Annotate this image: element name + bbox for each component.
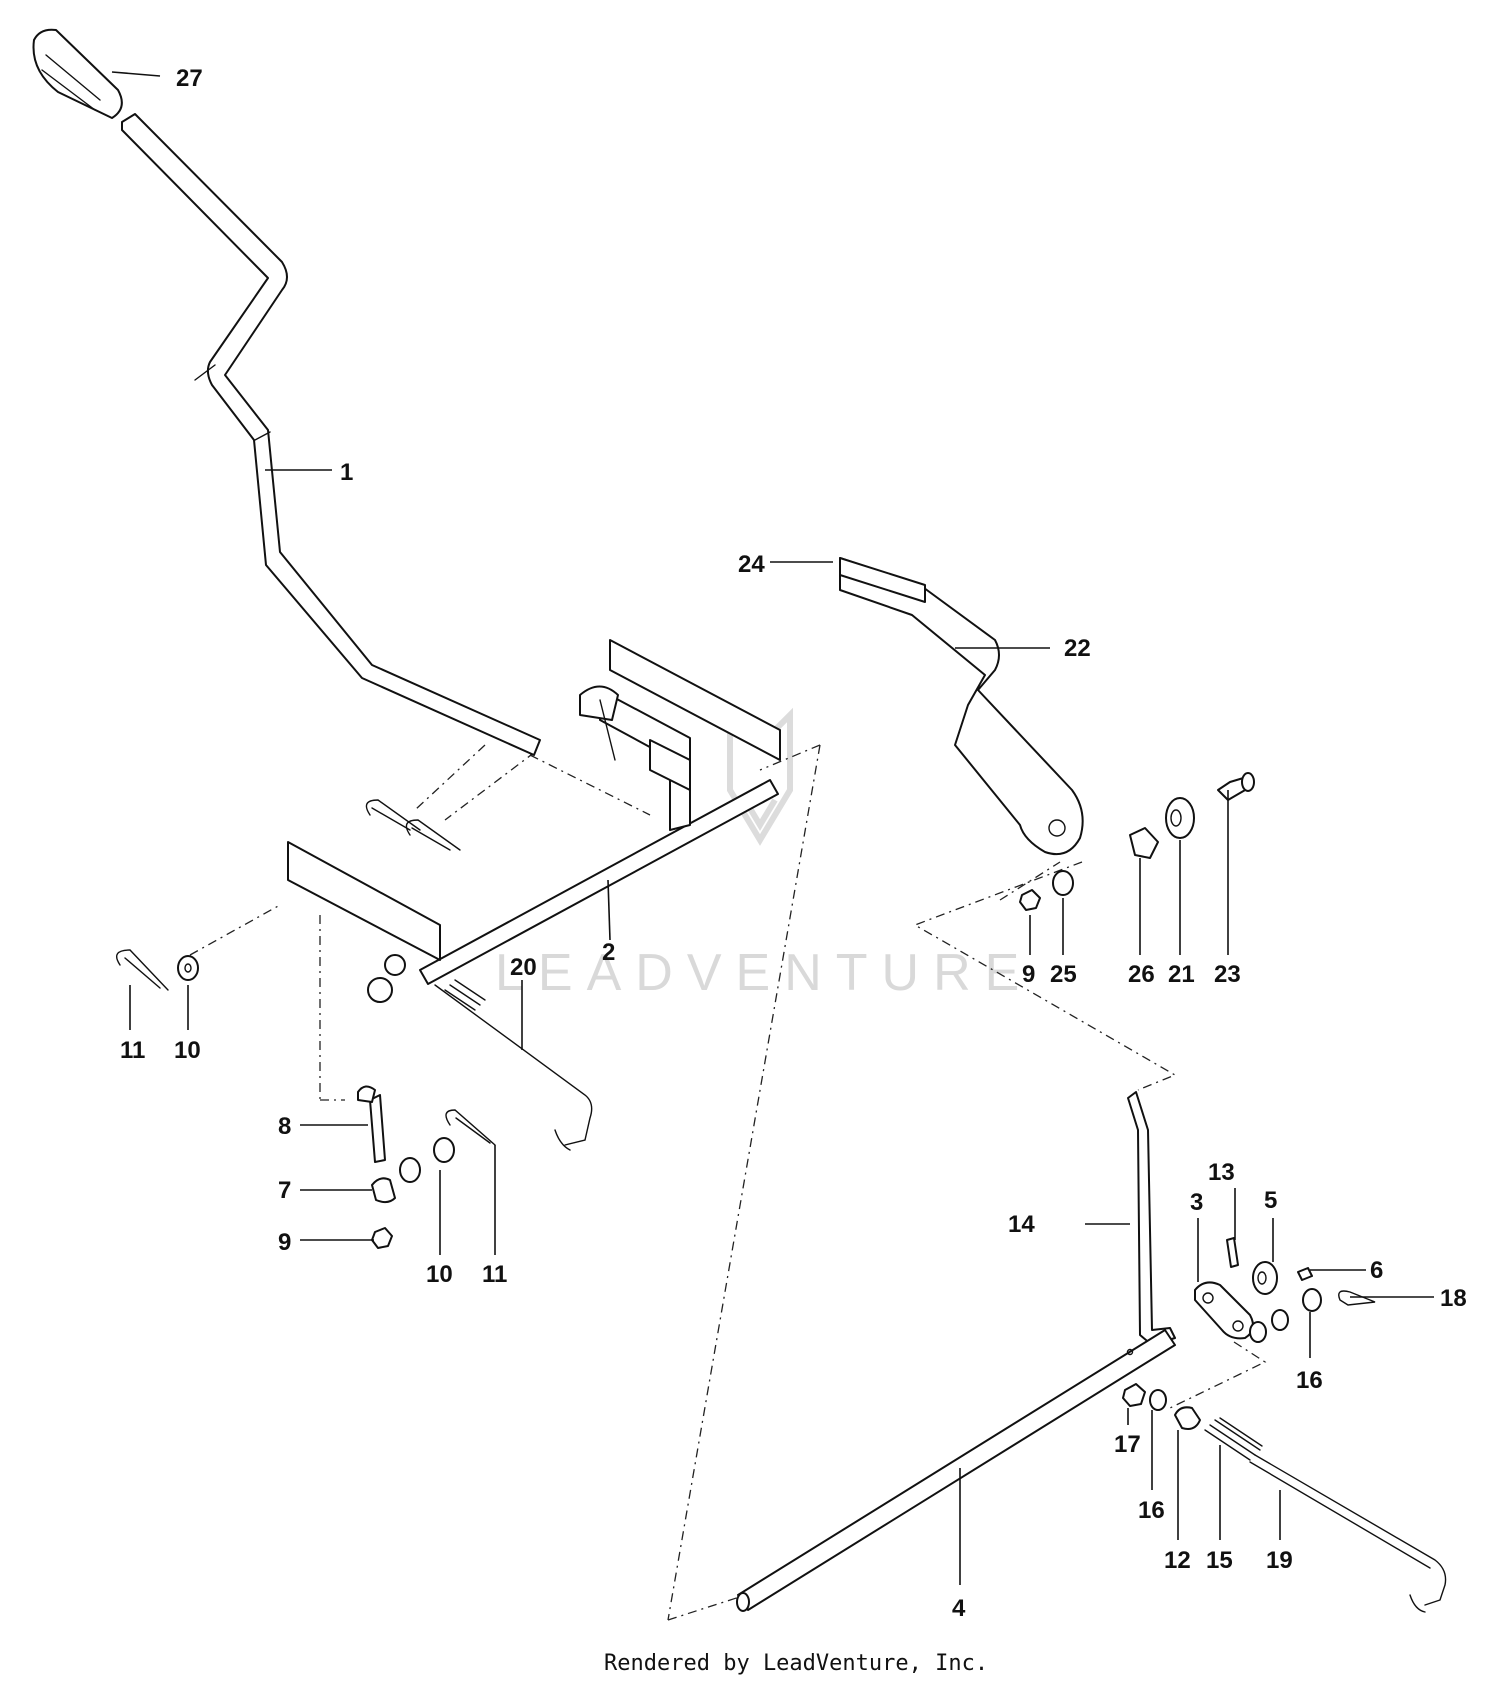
callout-5[interactable]: 5 <box>1264 1187 1277 1214</box>
watermark: LEADVENTURE <box>495 707 1033 1002</box>
callout-21[interactable]: 21 <box>1168 961 1195 988</box>
callout-27[interactable]: 27 <box>176 65 203 92</box>
spring-15 <box>1204 1417 1263 1461</box>
lift-shaft-2 <box>287 639 781 1003</box>
callout-4[interactable]: 4 <box>952 1595 966 1622</box>
callouts: 27 1 24 22 2 20 11 10 8 7 9 10 11 9 25 2… <box>120 65 1467 1622</box>
link-rod-14 <box>1127 1091 1176 1346</box>
callout-10-left[interactable]: 10 <box>174 1037 201 1064</box>
washer-16b <box>1149 1389 1167 1411</box>
callout-17[interactable]: 17 <box>1114 1431 1141 1458</box>
callout-11-center[interactable]: 11 <box>482 1261 507 1288</box>
callout-9-right[interactable]: 9 <box>1022 961 1035 988</box>
callout-1[interactable]: 1 <box>340 459 353 486</box>
washer-10a <box>177 955 199 981</box>
washer-16a <box>1302 1288 1322 1312</box>
nut-9a <box>371 1227 393 1249</box>
callout-3[interactable]: 3 <box>1190 1189 1203 1216</box>
key-26 <box>1129 827 1159 859</box>
footer-credit: Rendered by LeadVenture, Inc. <box>604 1651 988 1676</box>
callout-22[interactable]: 22 <box>1064 635 1091 662</box>
callout-23[interactable]: 23 <box>1214 961 1241 988</box>
ferrule-7 <box>371 1177 396 1204</box>
callout-16-upper[interactable]: 16 <box>1296 1367 1323 1394</box>
callout-15[interactable]: 15 <box>1206 1547 1233 1574</box>
spring-rod-20 <box>434 979 593 1151</box>
grip-27 <box>32 28 123 119</box>
bolt-6 <box>1297 1267 1313 1281</box>
callout-12[interactable]: 12 <box>1164 1547 1191 1574</box>
shaft-4 <box>736 1329 1176 1612</box>
callout-19[interactable]: 19 <box>1266 1547 1293 1574</box>
watermark-text: LEADVENTURE <box>495 944 1033 1002</box>
callout-2[interactable]: 2 <box>602 939 615 966</box>
callout-16-lower[interactable]: 16 <box>1138 1497 1165 1524</box>
washers-10b <box>399 1137 455 1183</box>
washer-small <box>1249 1309 1289 1343</box>
leader-lines <box>111 71 1434 1585</box>
callout-7[interactable]: 7 <box>278 1177 291 1204</box>
bushing-5 <box>1252 1261 1278 1295</box>
callout-25[interactable]: 25 <box>1050 961 1077 988</box>
pin-8 <box>357 1085 386 1163</box>
nut-17 <box>1122 1383 1146 1407</box>
callout-13[interactable]: 13 <box>1208 1159 1235 1186</box>
hairpin-11b <box>445 1109 496 1146</box>
callout-14[interactable]: 14 <box>1008 1211 1035 1238</box>
pin-13 <box>1226 1237 1239 1268</box>
washer-25 <box>1052 870 1074 896</box>
pedal-lever-22 <box>839 557 1084 856</box>
lift-lever-1 <box>121 113 541 756</box>
rod-19 <box>1249 1454 1447 1613</box>
callout-20[interactable]: 20 <box>510 954 537 981</box>
ferrule-12 <box>1174 1406 1201 1430</box>
callout-8[interactable]: 8 <box>278 1113 291 1140</box>
bushing-21 <box>1165 797 1195 839</box>
bracket-3 <box>1194 1281 1255 1340</box>
callout-26[interactable]: 26 <box>1128 961 1155 988</box>
hairpin-11a <box>116 949 169 991</box>
callout-9-left[interactable]: 9 <box>278 1229 291 1256</box>
callout-10-center[interactable]: 10 <box>426 1261 453 1288</box>
bolt-23 <box>1217 772 1255 801</box>
callout-6[interactable]: 6 <box>1370 1257 1383 1284</box>
assembly-lines <box>189 744 1267 1621</box>
clip-18 <box>1338 1290 1376 1306</box>
callout-24[interactable]: 24 <box>738 551 765 578</box>
callout-18[interactable]: 18 <box>1440 1285 1467 1312</box>
callout-11-left[interactable]: 11 <box>120 1037 145 1064</box>
nut-9b <box>1019 889 1041 911</box>
hairpins-upper <box>365 799 461 851</box>
